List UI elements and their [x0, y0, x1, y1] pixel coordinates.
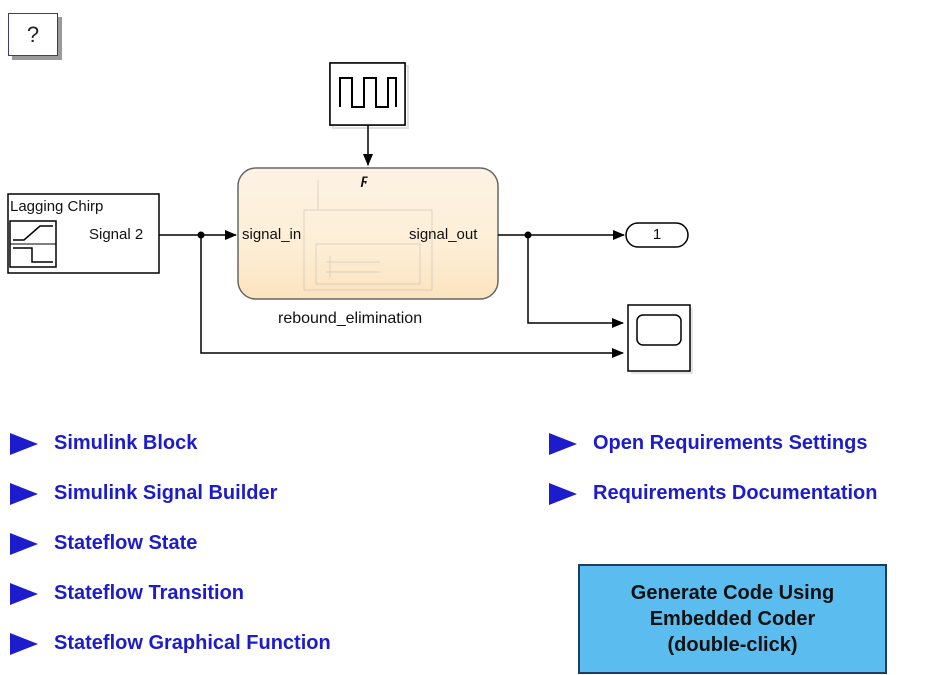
play-arrow-icon [10, 582, 38, 605]
link-label: Simulink Block [54, 432, 198, 454]
generate-code-button[interactable]: Generate Code Using Embedded Coder (doub… [578, 564, 887, 674]
link-label: Open Requirements Settings [593, 432, 868, 454]
link-label: Stateflow Transition [54, 582, 245, 604]
source-block-title: Lagging Chirp [10, 198, 104, 215]
scope-screen-icon [636, 314, 682, 346]
generate-code-line-3: (double-click) [667, 634, 798, 656]
link-label: Stateflow Graphical Function [54, 632, 331, 654]
pulse-wave-icon [339, 77, 397, 108]
link-label: Simulink Signal Builder [54, 482, 278, 504]
link-stateflow-transition[interactable]: Stateflow Transition [10, 582, 244, 605]
play-arrow-icon [549, 432, 577, 455]
pulse-generator-block[interactable] [329, 62, 409, 129]
help-label: ? [26, 21, 40, 47]
link-simulink-block[interactable]: Simulink Block [10, 432, 197, 455]
play-arrow-icon [10, 532, 38, 555]
stateflow-chart-block[interactable] [237, 167, 499, 300]
play-arrow-icon [549, 482, 577, 505]
link-label: Requirements Documentation [593, 482, 878, 504]
link-label: Stateflow State [54, 532, 198, 554]
help-block[interactable]: ? [8, 13, 58, 56]
link-stateflow-graphical-function[interactable]: Stateflow Graphical Function [10, 632, 331, 655]
link-simulink-signal-builder[interactable]: Simulink Signal Builder [10, 482, 277, 505]
source-port-label: Signal 2 [89, 226, 144, 243]
trigger-icon: ϝ [361, 171, 368, 187]
outport-block[interactable] [625, 222, 689, 248]
link-stateflow-state[interactable]: Stateflow State [10, 532, 197, 555]
generate-code-line-2: Embedded Coder [649, 608, 816, 630]
chart-in-port-label: signal_in [242, 226, 302, 243]
link-open-requirements-settings[interactable]: Open Requirements Settings [549, 432, 868, 455]
scope-block[interactable] [627, 304, 693, 374]
play-arrow-icon [10, 432, 38, 455]
step-waveform-icon [13, 247, 53, 263]
chirp-waveform-icon [13, 225, 53, 241]
signal-builder-block[interactable] [7, 193, 160, 274]
link-requirements-documentation[interactable]: Requirements Documentation [549, 482, 877, 505]
play-arrow-icon [10, 632, 38, 655]
chart-name-label: rebound_elimination [278, 310, 423, 327]
play-arrow-icon [10, 482, 38, 505]
outport-number: 1 [652, 226, 662, 243]
generate-code-line-1: Generate Code Using [630, 582, 835, 604]
chart-out-port-label: signal_out [409, 226, 478, 243]
